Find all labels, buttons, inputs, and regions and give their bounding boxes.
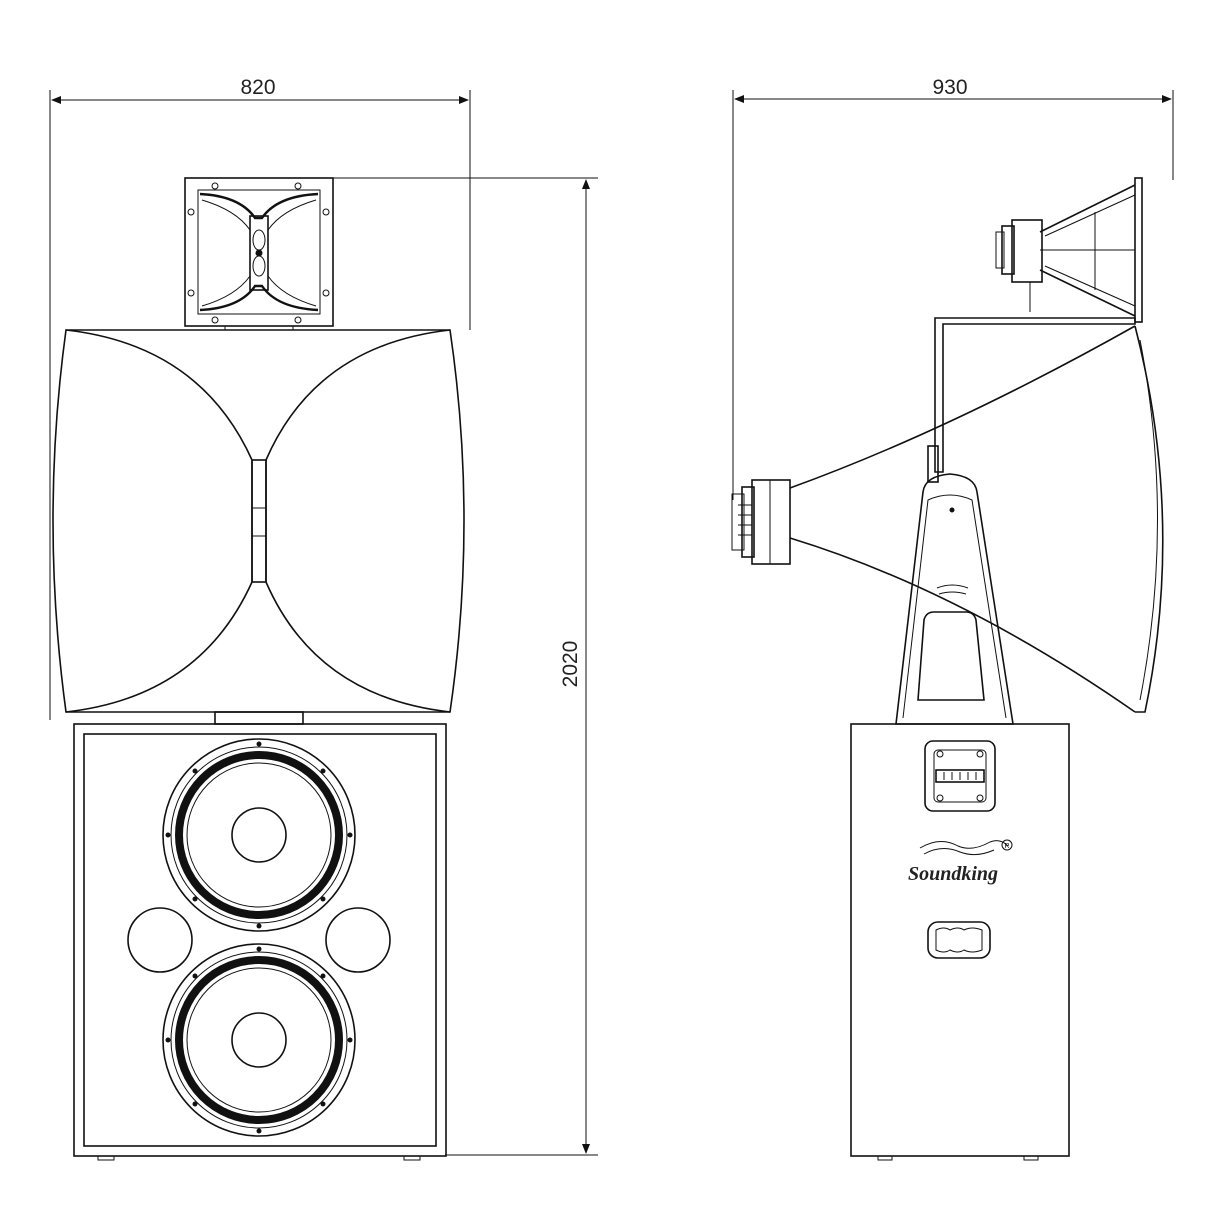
dimension-label-width: 820 — [240, 76, 275, 99]
compression-driver-icon — [731, 479, 791, 565]
mid-horn-side — [731, 325, 1164, 713]
side-view: R Soundking — [731, 177, 1164, 1161]
hf-horn-front — [184, 177, 334, 331]
bass-port-icon — [325, 907, 391, 973]
bass-port-icon — [127, 907, 193, 973]
registered-mark: R — [1004, 843, 1009, 850]
dimension-front-width: 820 — [49, 76, 471, 720]
sub-cabinet-side: R Soundking — [850, 723, 1070, 1161]
dimension-side-depth: 930 — [732, 76, 1174, 500]
brand-logo-text: Soundking — [908, 863, 998, 885]
stand-side — [895, 445, 1014, 725]
terminal-panel-icon — [924, 740, 996, 812]
woofer-icon — [162, 943, 356, 1137]
dimension-label-height: 2020 — [559, 641, 582, 688]
dimension-label-depth: 930 — [932, 76, 967, 99]
mount-bracket — [934, 317, 1136, 473]
dimension-height: 2020 — [330, 177, 598, 1156]
horn-screws — [187, 182, 330, 324]
hf-horn-side — [995, 177, 1143, 323]
handle-icon — [927, 921, 991, 959]
front-view — [52, 177, 465, 1161]
sub-cabinet-front — [73, 723, 447, 1161]
woofer-icon — [162, 738, 356, 932]
soundking-logo: R Soundking — [908, 839, 1013, 885]
mid-horn-front — [52, 329, 465, 725]
